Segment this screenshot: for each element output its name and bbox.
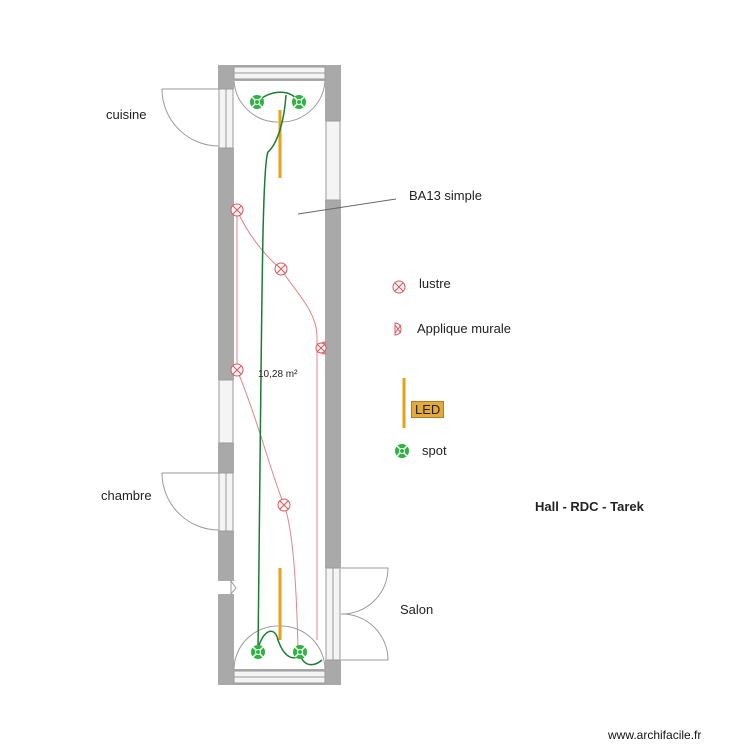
legend-led-label: LED — [411, 401, 445, 418]
spot-icon — [293, 645, 307, 659]
wall-right-1 — [325, 81, 341, 121]
door-salon-swing — [340, 567, 389, 615]
spot-icon — [251, 645, 265, 659]
area-label: 10,28 m² — [258, 369, 298, 380]
door-bedroom-swing — [161, 472, 220, 531]
legend-wall-light-label: Applique murale — [417, 321, 511, 336]
wall-type-leader — [297, 198, 397, 215]
wall-right-3 — [325, 660, 341, 669]
credit-link[interactable]: www.archifacile.fr — [608, 728, 702, 742]
legend-chandelier-label: lustre — [419, 276, 451, 291]
led-strips — [278, 110, 406, 640]
door-small-swing — [230, 579, 237, 596]
spots — [250, 95, 409, 659]
windows — [218, 66, 341, 684]
wall-left-2 — [218, 148, 234, 380]
chandelier-legend-icon — [392, 280, 406, 294]
chandelier-icon — [230, 363, 244, 377]
spot-icon — [292, 95, 306, 109]
wall-left-3 — [218, 443, 234, 473]
room-label-kitchen: cuisine — [106, 107, 147, 122]
chandelier-icon — [274, 262, 288, 276]
window-top-swing — [233, 80, 326, 123]
window-bottom-swing — [233, 625, 326, 670]
wall-right-2 — [325, 200, 341, 568]
spot-legend-icon — [395, 444, 409, 458]
wall-left-4 — [218, 531, 234, 581]
window-right — [325, 120, 341, 201]
wall-type-label: BA13 simple — [409, 188, 482, 203]
wall-left-1 — [218, 81, 234, 89]
door-kitchen-swing — [161, 88, 220, 147]
wall-lights — [315, 322, 402, 355]
wall-left-5 — [218, 594, 234, 669]
wall-light-icon — [315, 341, 327, 355]
doors — [161, 80, 389, 670]
room-label-living: Salon — [400, 602, 434, 617]
chandelier-icon — [230, 203, 244, 217]
window-left — [218, 379, 234, 444]
spot-icon — [250, 95, 264, 109]
chandeliers — [230, 203, 406, 512]
plan-title: Hall - RDC - Tarek — [535, 499, 644, 514]
chandelier-icon — [277, 498, 291, 512]
legend-spot-label: spot — [422, 443, 447, 458]
wall-light-legend-icon — [394, 322, 402, 336]
room-label-bedroom: chambre — [101, 488, 152, 503]
